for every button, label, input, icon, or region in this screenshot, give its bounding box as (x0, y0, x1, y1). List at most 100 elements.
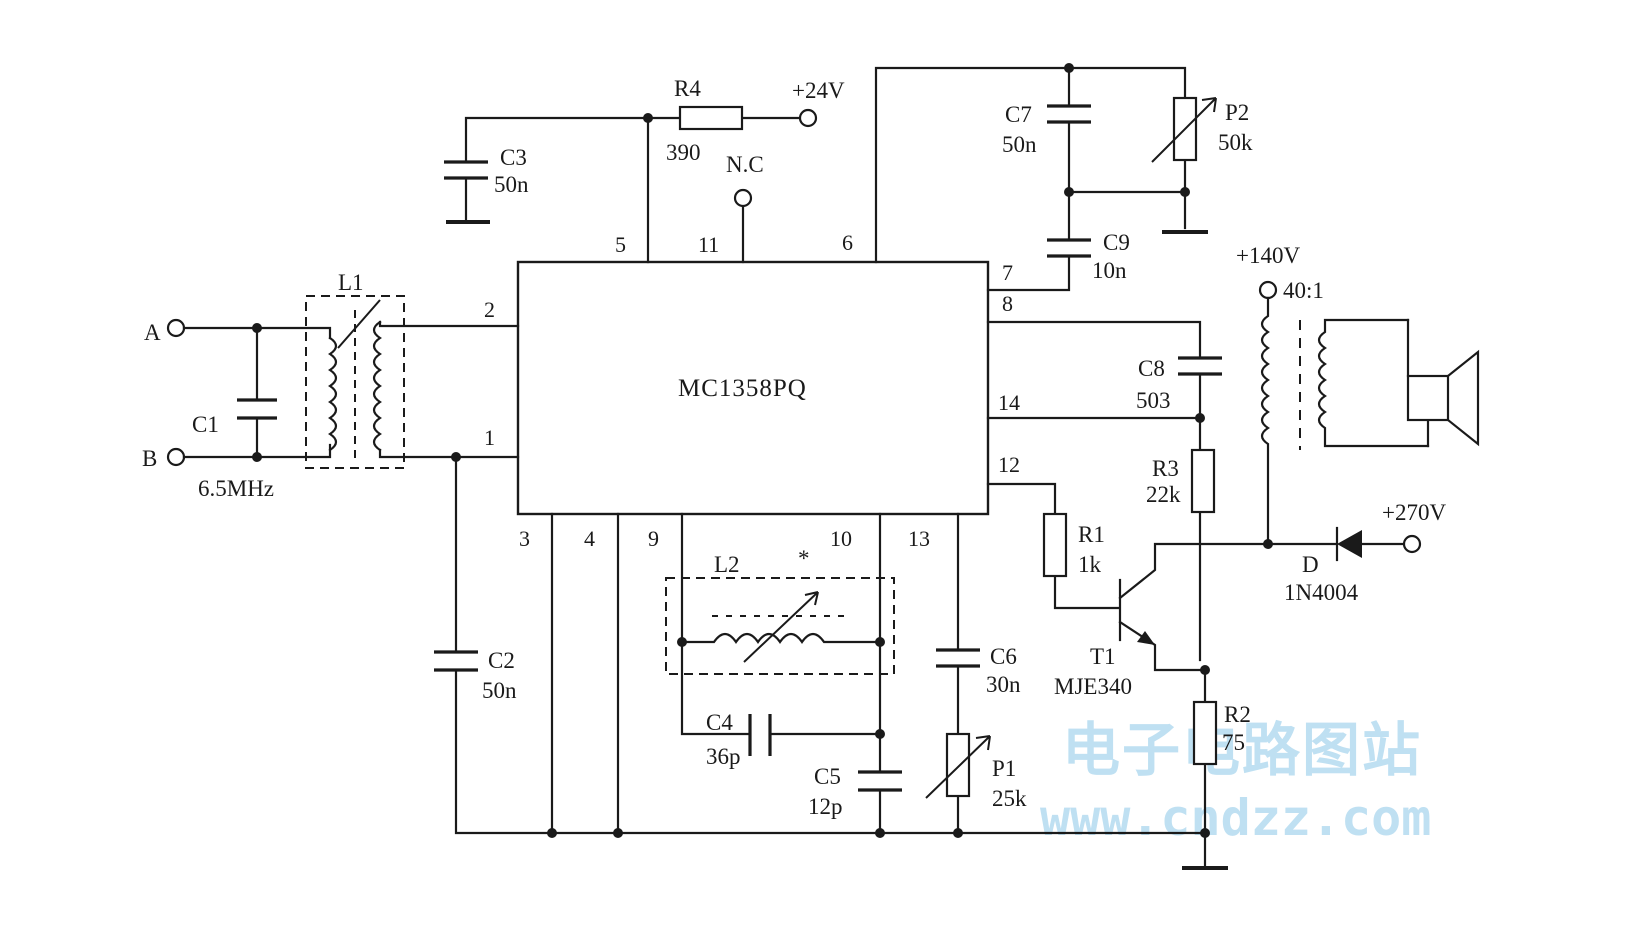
t1-ref: T1 (1090, 644, 1116, 669)
c3-value: 50n (494, 172, 529, 197)
wire-pin2 (378, 320, 520, 328)
c9-value: 10n (1092, 258, 1127, 283)
c8-value: 503 (1136, 388, 1171, 413)
c5-ref: C5 (814, 764, 841, 789)
d-ref: D (1302, 552, 1319, 577)
terminal-b-label: B (142, 446, 157, 471)
p2-adjust-arrow (1151, 97, 1217, 163)
c3-ref: C3 (500, 145, 527, 170)
junction-dot (875, 637, 885, 647)
r4-value: 390 (666, 140, 701, 165)
capacitor-c4 (748, 714, 772, 756)
nc-label: N.C (726, 152, 764, 177)
p2-ref: P2 (1225, 100, 1249, 125)
pin-numbers: 2 1 5 11 6 7 8 14 12 3 4 9 10 13 (484, 230, 1020, 551)
ic-mc1358pq (516, 260, 990, 516)
junction-dot (547, 828, 557, 838)
l1-secondary-coil (372, 320, 382, 452)
junction-dot (875, 828, 885, 838)
pin-6-label: 6 (842, 230, 853, 255)
p1-value: 25k (992, 786, 1027, 811)
r3-ref: R3 (1152, 456, 1179, 481)
supply-section: R4 390 +24V C3 50n N.C (444, 76, 845, 264)
transformer-ratio: 40:1 (1283, 278, 1324, 303)
pin-11-label: 11 (698, 232, 719, 257)
r1-ref: R1 (1078, 522, 1105, 547)
v270-label: +270V (1382, 500, 1446, 525)
junction-dot (1200, 828, 1210, 838)
c2-ref: C2 (488, 648, 515, 673)
speaker-cone (1446, 349, 1480, 447)
terminal-a-label: A (144, 320, 161, 345)
terminal-a (166, 318, 186, 338)
c9-ref: C9 (1103, 230, 1130, 255)
r1-value: 1k (1078, 552, 1102, 577)
p2-value: 50k (1218, 130, 1253, 155)
resistor-r4 (678, 105, 744, 131)
junction-dot (1180, 187, 1190, 197)
l1-primary-coil (328, 336, 338, 452)
pin-1-label: 1 (484, 425, 495, 450)
wire-pin1 (378, 448, 520, 459)
speaker-icon (1406, 374, 1450, 422)
junction-dot (953, 828, 963, 838)
l2-ref: L2 (714, 552, 740, 577)
inductor-l2 (680, 632, 882, 644)
c4-ref: C4 (706, 710, 733, 735)
wire-pin6 (874, 66, 1187, 264)
pin-7-label: 7 (1002, 260, 1013, 285)
c2-value: 50n (482, 678, 517, 703)
capacitor-c2 (434, 650, 478, 672)
r2-ref: R2 (1224, 702, 1251, 727)
l1-ref: L1 (338, 270, 364, 295)
terminal-b (166, 447, 186, 467)
r3-value: 22k (1146, 482, 1181, 507)
l2-adjust-arrow (743, 591, 819, 663)
pin-2-label: 2 (484, 297, 495, 322)
output-transformer-secondary (1317, 318, 1430, 448)
t1-value: MJE340 (1054, 674, 1132, 699)
wire-pin9 (680, 512, 882, 736)
wire-pin12 (986, 482, 1120, 610)
watermark-url: www.cndzz.com (1040, 789, 1431, 847)
v24-label: +24V (792, 78, 845, 103)
terminal-nc (733, 188, 753, 208)
pin-12-label: 12 (998, 452, 1020, 477)
c2-section: C2 50n (434, 455, 1207, 838)
l2-shield (665, 577, 895, 675)
resistor-r3 (1190, 448, 1216, 514)
junction-dot (613, 828, 623, 838)
p1-adjust-arrow (925, 735, 991, 799)
wire-a (182, 326, 332, 340)
capacitor-c9 (1047, 238, 1091, 258)
junction-dot (677, 637, 687, 647)
output-transformer-primary (1260, 296, 1270, 546)
pin-3-label: 3 (519, 526, 530, 551)
tank-section: L2 * C4 36p C5 12p C6 30n P1 25k (665, 512, 1027, 838)
resistor-r2 (1192, 700, 1218, 766)
t1-emitter-arrow (1137, 631, 1155, 645)
pin-9-label: 9 (648, 526, 659, 551)
input-section: A B C1 6.5MHz L1 (142, 270, 520, 501)
resistor-r1 (1042, 512, 1068, 578)
feedback-section: C7 50n P2 50k C9 10n (874, 63, 1253, 292)
pin-14-label: 14 (998, 390, 1020, 415)
potentiometer-p1 (945, 732, 971, 798)
p1-ref: P1 (992, 756, 1016, 781)
l1-tuning-arrow (337, 299, 381, 349)
c7-c9-wire (986, 66, 1071, 292)
wire-pin8 (986, 320, 1202, 662)
c3-wire (464, 116, 650, 222)
r2-value: 75 (1222, 730, 1245, 755)
l1-shield (305, 295, 405, 469)
speaker-leads (1406, 318, 1430, 448)
diode-d-triangle (1337, 530, 1362, 558)
c7-value: 50n (1002, 132, 1037, 157)
terminal-24v (798, 108, 818, 128)
c1-value: 6.5MHz (198, 476, 274, 501)
c5-value: 12p (808, 794, 843, 819)
terminal-270v (1402, 534, 1422, 554)
v140-label: +140V (1236, 243, 1300, 268)
ic-name-label: MC1358PQ (678, 375, 807, 402)
